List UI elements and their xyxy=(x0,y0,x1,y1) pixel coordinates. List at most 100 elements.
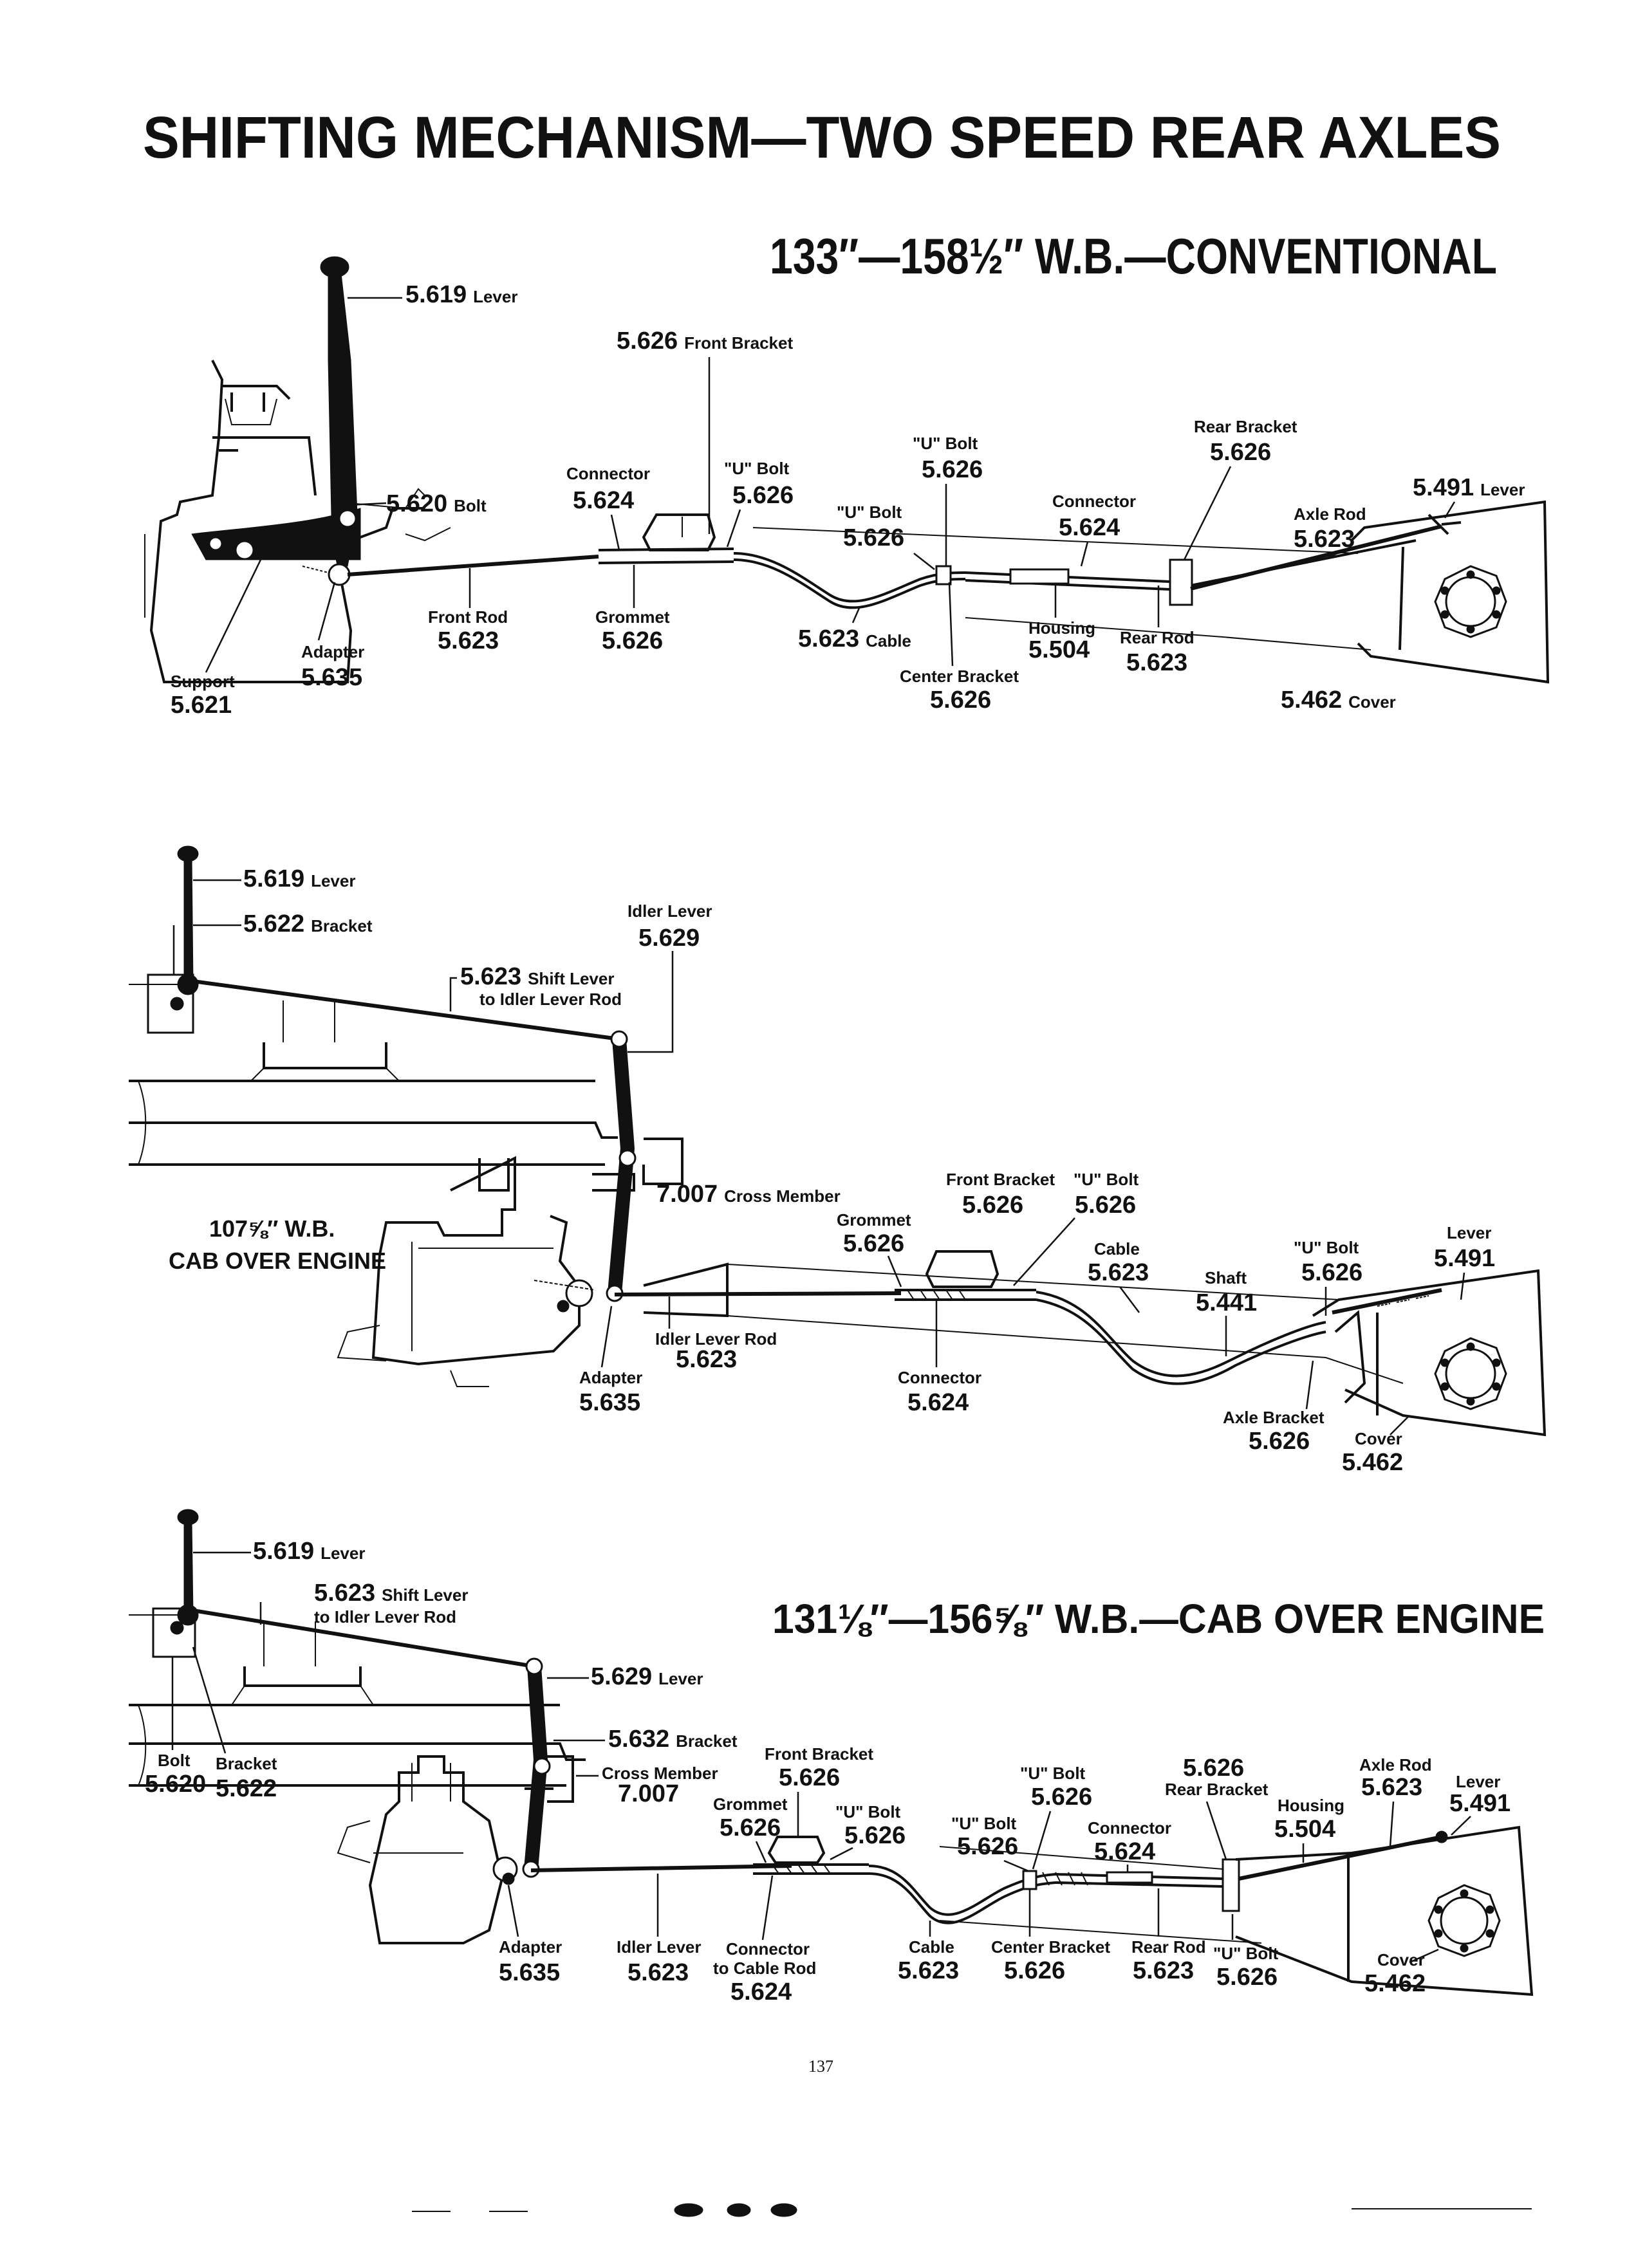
svg-text:5.623: 5.623 xyxy=(628,1959,689,1986)
svg-text:5.626: 5.626 xyxy=(602,627,663,654)
svg-text:5.624: 5.624 xyxy=(1059,514,1120,541)
section-heading-107-line1: 107⅝″ W.B. xyxy=(209,1215,335,1242)
axle-housing-drawing xyxy=(752,500,1550,684)
label-ubolt-5626-h: "U" Bolt xyxy=(1020,1764,1086,1783)
svg-text:to Cable Rod: to Cable Rod xyxy=(713,1959,816,1978)
svg-text:5.626: 5.626 xyxy=(957,1833,1018,1860)
section-heading-conventional: 133″—158½″ W.B.—CONVENTIONAL xyxy=(770,228,1497,284)
svg-text:5.624: 5.624 xyxy=(573,487,634,514)
front-bracket-box xyxy=(642,513,716,551)
label-bracket-5622-b: Bracket xyxy=(216,1754,277,1773)
transmission-drawing xyxy=(144,360,451,683)
label-front-bracket-5626-c: Front Bracket xyxy=(765,1744,873,1764)
front-bracket-box-3 xyxy=(767,1836,826,1864)
svg-text:5.626: 5.626 xyxy=(1210,439,1271,466)
section-heading-131: 131⅛″—156⅝″ W.B.—CAB OVER ENGINE xyxy=(772,1596,1545,1642)
svg-text:5.635: 5.635 xyxy=(499,1959,560,1986)
label-connector-to-cable-rod-5624: Connector xyxy=(726,1939,810,1959)
svg-text:5.626: 5.626 xyxy=(1004,1957,1065,1984)
label-ubolt-5626-d: "U" Bolt xyxy=(1074,1170,1139,1189)
svg-text:5.626: 5.626 xyxy=(922,456,983,483)
label-adapter-5635: Adapter xyxy=(301,642,364,661)
svg-text:5.620: 5.620 xyxy=(145,1771,206,1798)
label-idler-lever-5629: Idler Lever xyxy=(628,901,712,921)
label-support-5621: Support xyxy=(171,672,235,691)
label-connector-5624-c: Connector xyxy=(898,1368,981,1387)
page-number: 137 xyxy=(808,2057,833,2076)
label-rear-rod-5623-b: Rear Rod xyxy=(1131,1937,1206,1957)
label-grommet-5626: Grommet xyxy=(595,607,670,627)
label-ubolt-5626-c: "U" Bolt xyxy=(837,502,902,522)
label-idler-lever-5623: Idler Lever xyxy=(617,1937,702,1957)
label-cover-5462-c: Cover xyxy=(1377,1950,1425,1969)
label-cross-member-7007-b: Cross Member xyxy=(602,1764,718,1783)
label-axle-rod-5623-b: Axle Rod xyxy=(1359,1755,1432,1775)
svg-text:5.441: 5.441 xyxy=(1196,1289,1257,1316)
label-cable-5623-b: Cable xyxy=(1094,1239,1140,1258)
svg-text:5.626: 5.626 xyxy=(1075,1192,1136,1219)
label-ubolt-5626-i: "U" Bolt xyxy=(1213,1944,1279,1963)
section-heading-107-line2: CAB OVER ENGINE xyxy=(169,1248,386,1274)
svg-text:5.623: 5.623 xyxy=(438,627,499,654)
label-idler-lever-rod-5623: Idler Lever Rod xyxy=(655,1329,777,1349)
cable-line xyxy=(733,552,966,603)
label-cable-5623-c: Cable xyxy=(909,1937,954,1957)
diagram-131-cab-over: 131⅛″—156⅝″ W.B.—CAB OVER ENGINE xyxy=(129,1509,1545,2005)
label-connector-5624-b: Connector xyxy=(1052,492,1136,511)
svg-text:5.626: 5.626 xyxy=(732,482,794,509)
label-grommet-5626-b: Grommet xyxy=(837,1210,911,1230)
label-ubolt-5626-g: "U" Bolt xyxy=(951,1814,1017,1833)
svg-text:Rear Bracket: Rear Bracket xyxy=(1165,1780,1269,1799)
scan-marks xyxy=(412,2203,1532,2217)
label-ubolt-5626-f: "U" Bolt xyxy=(835,1802,901,1821)
shift-lever-assembly xyxy=(191,256,361,586)
svg-text:5.622: 5.622 xyxy=(216,1775,277,1802)
svg-text:5.623: 5.623 xyxy=(1294,526,1355,553)
svg-text:5.491: 5.491 xyxy=(1434,1245,1495,1272)
linkage-run xyxy=(347,513,1462,609)
svg-text:5.626: 5.626 xyxy=(962,1192,1023,1219)
label-housing-5504: Housing xyxy=(1028,618,1095,638)
svg-text:5.626: 5.626 xyxy=(1216,1964,1278,1991)
label-grommet-5626-c: Grommet xyxy=(713,1794,788,1814)
label-bolt-5620-b: Bolt xyxy=(158,1751,191,1770)
svg-text:5.623: 5.623 xyxy=(898,1957,959,1984)
svg-text:5.624: 5.624 xyxy=(907,1389,969,1416)
label-front-bracket-5626-b: Front Bracket xyxy=(946,1170,1055,1189)
label-rear-bracket-5626: Rear Bracket xyxy=(1194,417,1297,436)
label-axle-rod-5623: Axle Rod xyxy=(1294,504,1366,524)
svg-text:5.626: 5.626 xyxy=(1031,1784,1092,1811)
label-ubolt-5626-b: "U" Bolt xyxy=(913,434,978,453)
svg-text:5.626: 5.626 xyxy=(1249,1428,1310,1455)
label-rear-rod-5623: Rear Rod xyxy=(1120,628,1195,647)
page-title: SHIFTING MECHANISM—TWO SPEED REAR AXLES xyxy=(143,105,1501,171)
svg-text:5.491: 5.491 xyxy=(1449,1790,1511,1817)
label-front-rod-5623: Front Rod xyxy=(428,607,508,627)
svg-text:5.626: 5.626 xyxy=(843,1230,904,1257)
svg-text:5.626: 5.626 xyxy=(779,1764,840,1791)
label-adapter-5635-c: Adapter xyxy=(499,1937,562,1957)
svg-text:5.635: 5.635 xyxy=(579,1389,640,1416)
svg-text:5.635: 5.635 xyxy=(301,664,362,691)
svg-text:5.623: 5.623 xyxy=(1361,1774,1422,1801)
svg-text:5.621: 5.621 xyxy=(171,692,232,719)
svg-text:5.504: 5.504 xyxy=(1028,636,1090,663)
svg-text:5.626: 5.626 xyxy=(720,1814,781,1841)
diagram-conventional: 133″—158½″ W.B.—CONVENTIONAL xyxy=(144,228,1550,719)
label-ubolt-5626-e: "U" Bolt xyxy=(1294,1238,1359,1257)
label-lever-5491-b: Lever xyxy=(1447,1223,1491,1242)
front-bracket-box-2 xyxy=(925,1250,999,1288)
